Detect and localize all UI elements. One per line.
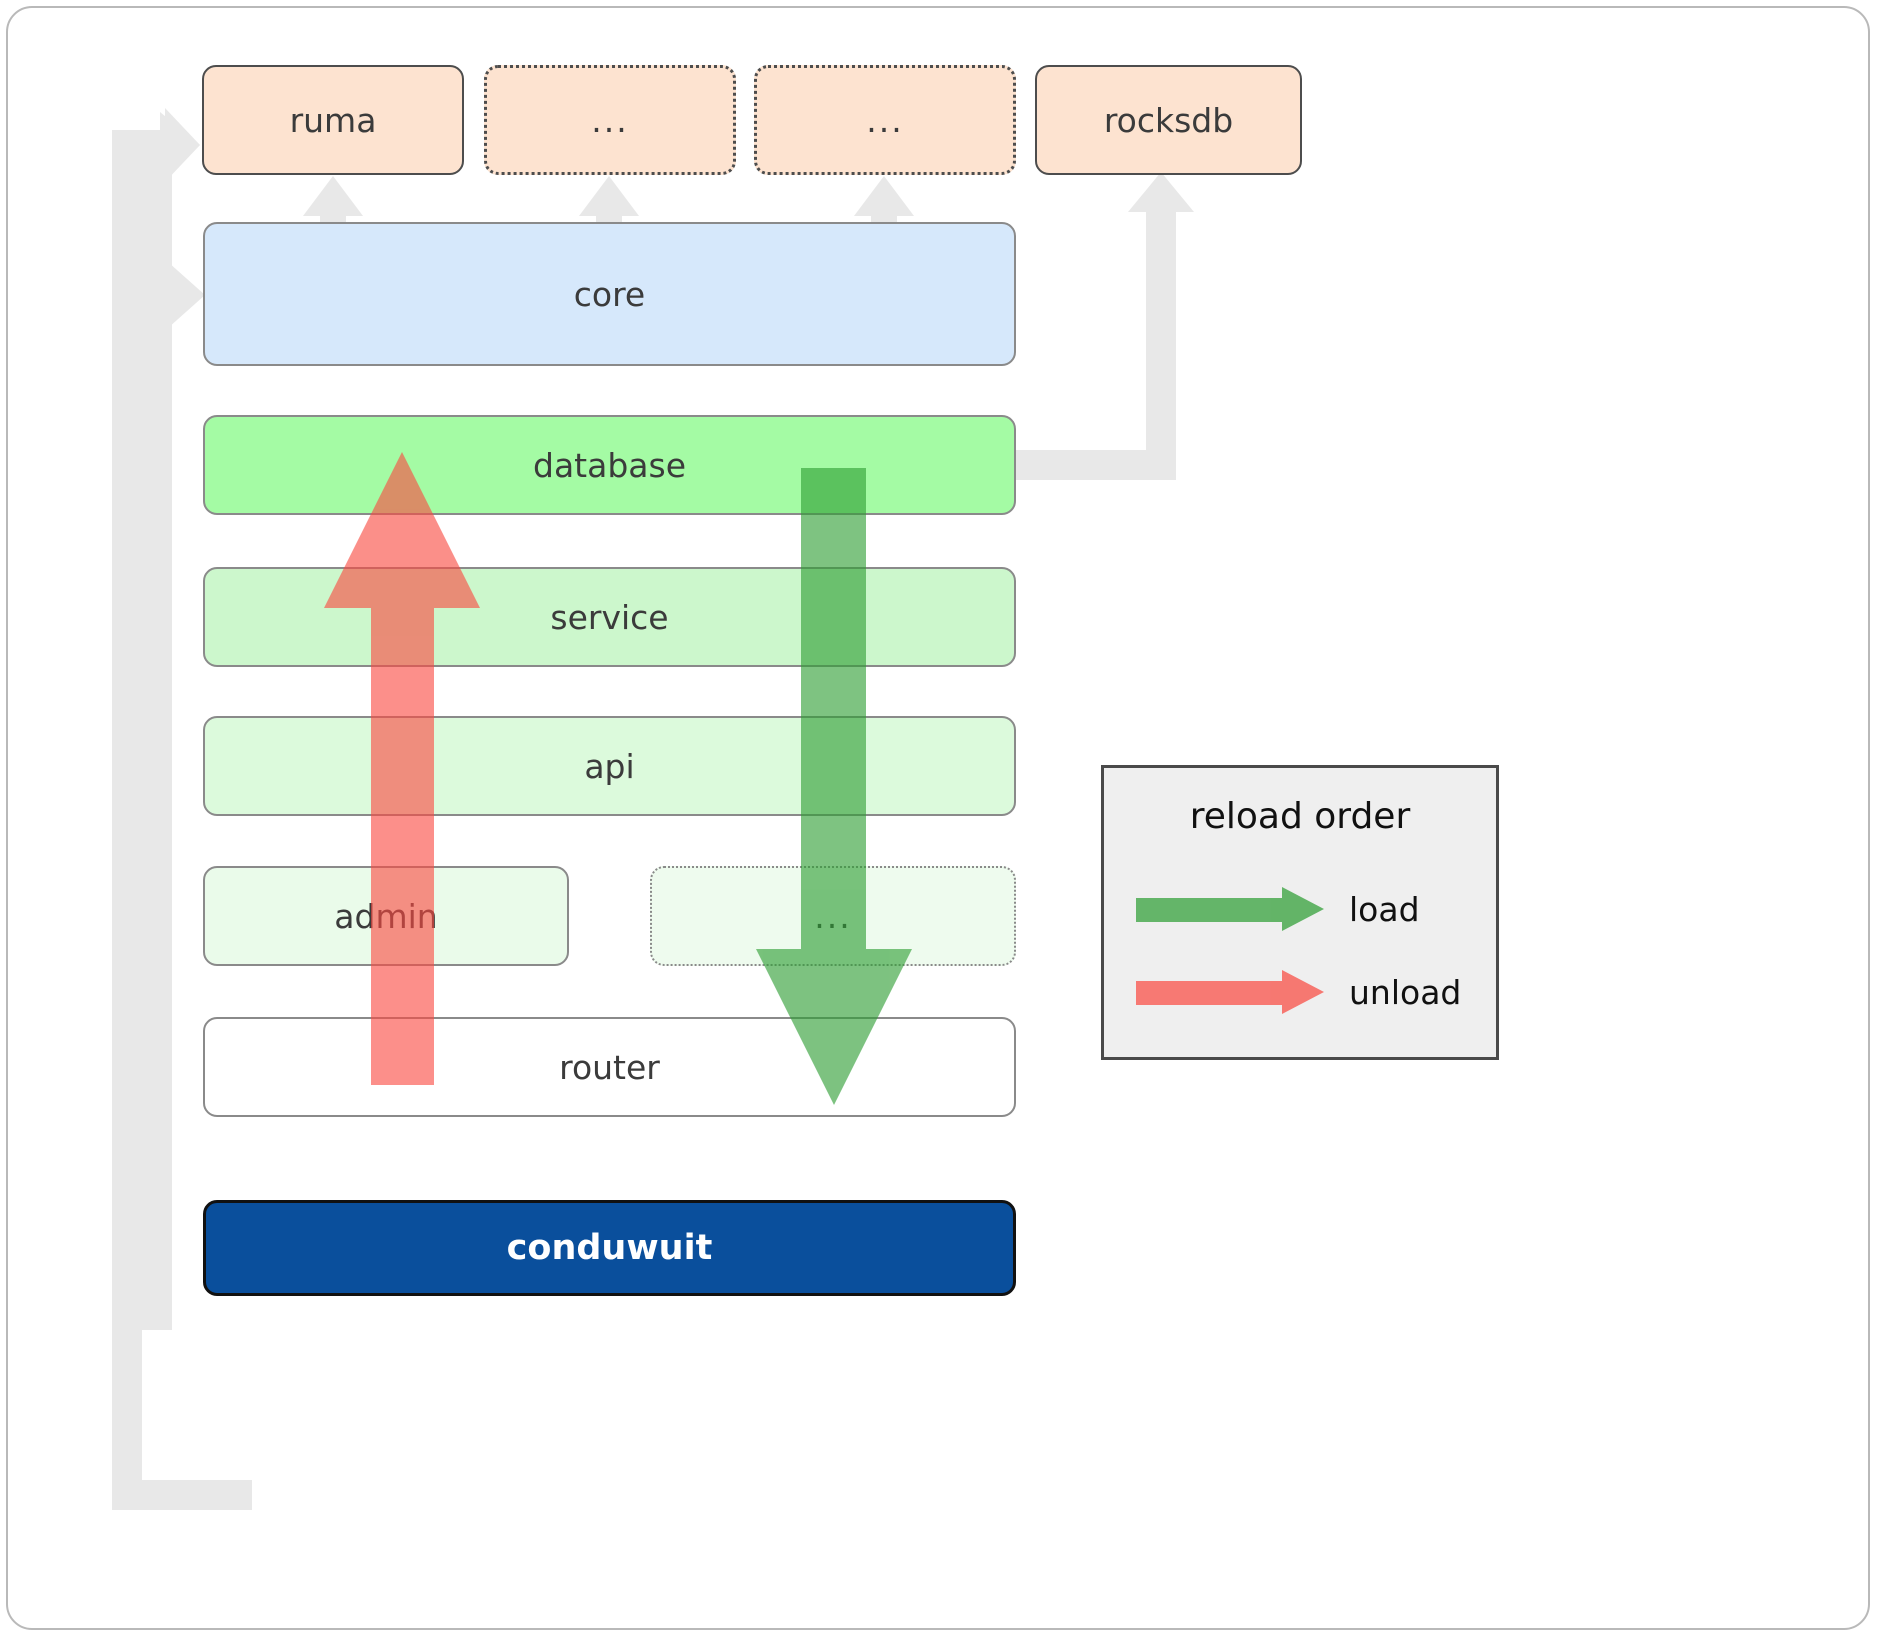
legend-label: load — [1349, 889, 1420, 929]
load-arrow-icon — [1136, 887, 1324, 931]
layer-box-admin[interactable]: admin — [203, 866, 569, 966]
dependency-box-ruma[interactable]: ruma — [202, 65, 464, 175]
dependency-label: ... — [591, 100, 629, 140]
layer-box-database[interactable]: database — [203, 415, 1016, 515]
layer-box-router[interactable]: router — [203, 1017, 1016, 1117]
binary-box-conduwuit[interactable]: conduwuit — [203, 1200, 1016, 1296]
legend-row-load: load — [1134, 873, 1474, 945]
dependency-box-placeholder-2[interactable]: ... — [754, 65, 1016, 175]
dependency-label: rocksdb — [1103, 100, 1234, 140]
layer-box-placeholder[interactable]: ... — [650, 866, 1016, 966]
core-box[interactable]: core — [203, 222, 1016, 366]
layer-box-api[interactable]: api — [203, 716, 1016, 816]
layer-label: router — [559, 1047, 660, 1087]
unload-arrow-icon — [1136, 970, 1324, 1014]
dependency-box-rocksdb[interactable]: rocksdb — [1035, 65, 1302, 175]
layer-label: ... — [814, 896, 852, 936]
layer-label: admin — [334, 896, 438, 936]
layer-box-service[interactable]: service — [203, 567, 1016, 667]
layer-label: api — [584, 746, 635, 786]
dependency-box-placeholder-1[interactable]: ... — [484, 65, 736, 175]
layer-label: service — [550, 597, 669, 637]
legend-row-unload: unload — [1134, 956, 1474, 1028]
layer-label: database — [533, 445, 686, 485]
binary-label: conduwuit — [506, 1227, 713, 1268]
legend-panel: reload order load unload — [1101, 765, 1499, 1060]
legend-title: reload order — [1189, 796, 1411, 837]
legend-label: unload — [1349, 972, 1462, 1012]
core-label: core — [573, 274, 646, 314]
dependency-label: ruma — [289, 100, 377, 140]
dependency-label: ... — [866, 100, 904, 140]
